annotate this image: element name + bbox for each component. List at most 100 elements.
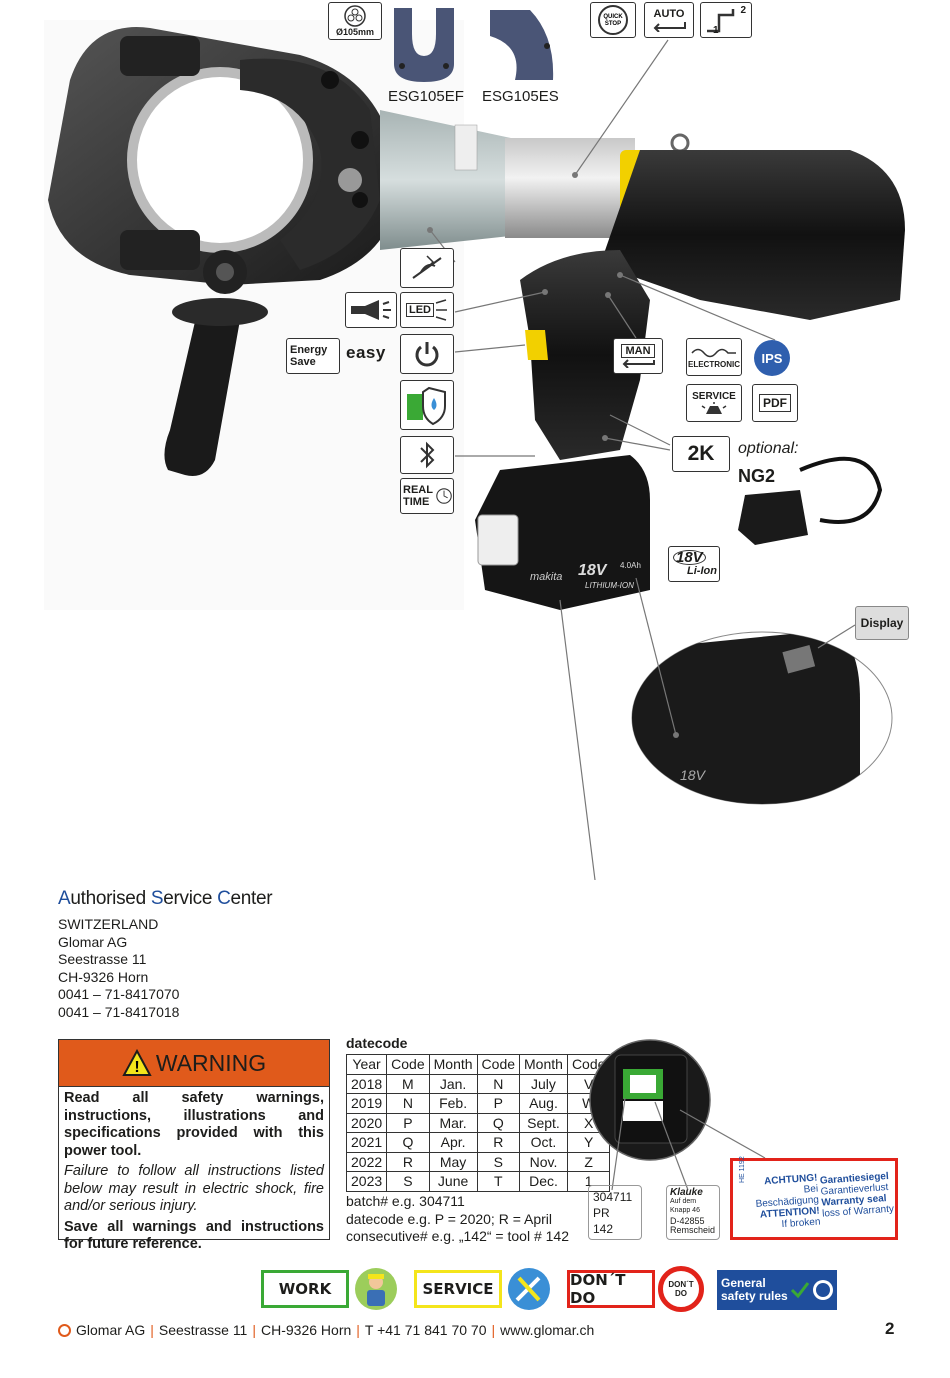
asc-address: SWITZERLAND Glomar AG Seestrasse 11 CH-9… xyxy=(58,916,179,1021)
checkmark-icon xyxy=(790,1282,809,1299)
footer-street: Seestrasse 11 xyxy=(158,1322,248,1338)
pdf-label: PDF xyxy=(759,394,791,412)
copyright-icon xyxy=(58,1324,71,1337)
tools-icon xyxy=(508,1268,550,1310)
klauke-logo: Klauke xyxy=(670,1187,703,1198)
worker-icon xyxy=(355,1268,397,1310)
datecode-notes: batch# e.g. 304711 datecode e.g. P = 202… xyxy=(346,1193,569,1246)
jaw-es-label: ESG105ES xyxy=(482,88,559,105)
footer: Glomar AG|Seestrasse 11|CH-9326 Horn|T +… xyxy=(58,1322,594,1338)
energy-save-icon: Energy Save xyxy=(286,338,340,374)
svg-text:STOP: STOP xyxy=(605,21,621,27)
real-time-label-2: TIME xyxy=(403,496,430,508)
table-cell: June xyxy=(428,1171,478,1192)
warning-title: WARNING xyxy=(155,1049,267,1076)
label-plate-line: 142 xyxy=(593,1222,614,1236)
jaw-ef-label: ESG105EF xyxy=(388,88,464,105)
display-icon: Display xyxy=(855,606,909,640)
svg-text:18V: 18V xyxy=(680,767,707,783)
table-cell: Mar. xyxy=(428,1112,478,1133)
ppe-icon xyxy=(812,1280,833,1300)
svg-text:QUICK: QUICK xyxy=(603,14,623,20)
table-cell: 2018 xyxy=(345,1073,388,1094)
stage-1-label: 1 xyxy=(713,25,719,36)
display-label: Display xyxy=(860,616,904,630)
label-plate-line: 304711 xyxy=(593,1190,633,1204)
asc-line: CH-9326 Horn xyxy=(58,968,149,985)
energy-save-label-2: Save xyxy=(290,356,316,368)
prohibited-icon-text: DON´T DO xyxy=(668,1280,694,1298)
charger-ng2 xyxy=(738,490,808,545)
ips-icon: IPS xyxy=(754,340,790,376)
asc-line: Seestrasse 11 xyxy=(58,951,147,967)
asc-title-a: A xyxy=(58,888,71,909)
manual-return-icon: MAN xyxy=(613,338,663,374)
easy-label: easy xyxy=(346,343,386,362)
battery-type-label: Li-Ion xyxy=(687,565,717,577)
label-plate-line: PR xyxy=(593,1206,610,1220)
pdf-icon: PDF xyxy=(752,384,798,422)
table-cell: S xyxy=(386,1171,430,1192)
led-label: LED xyxy=(406,303,434,317)
battery-brand: makita xyxy=(530,571,562,583)
power-icon xyxy=(400,334,454,374)
table-cell: 2023 xyxy=(345,1171,388,1192)
asc-title-c-rest: enter xyxy=(230,888,273,909)
klauke-city: Remscheid xyxy=(670,1225,716,1235)
2k-icon: 2K xyxy=(672,436,730,472)
warranty-seal: HE 1192 ACHTUNG! Bei Beschädigung ATTENT… xyxy=(730,1156,898,1240)
service-label: SERVICE xyxy=(692,390,736,402)
table-cell: S xyxy=(476,1151,521,1172)
real-time-icon: REAL TIME xyxy=(400,478,454,514)
tool-body xyxy=(600,150,905,320)
footer-phone: T +41 71 841 70 70 xyxy=(364,1322,487,1338)
asc-title-c: C xyxy=(217,888,231,909)
footer-city: CH-9326 Horn xyxy=(261,1322,352,1338)
side-handle xyxy=(164,300,240,476)
footer-web[interactable]: www.glomar.ch xyxy=(500,1322,595,1338)
service-button-label: SERVICE xyxy=(422,1280,494,1298)
general-label-2: safety rules xyxy=(721,1289,788,1303)
datecode-note: datecode e.g. P = 2020; R = April xyxy=(346,1210,553,1227)
asc-title-s: S xyxy=(150,888,164,909)
asc-line: SWITZERLAND xyxy=(58,916,159,932)
klauke-plate: Klauke Auf dem Knapp 46 D-42855 Remschei… xyxy=(666,1185,720,1240)
dont-do-button[interactable]: DON´T DO xyxy=(567,1270,655,1308)
asc-title-s-rest: ervice xyxy=(163,888,218,909)
general-label-1: General xyxy=(721,1276,766,1290)
page-number: 2 xyxy=(885,1319,895,1338)
table-cell: Q xyxy=(476,1112,521,1133)
tool-illustration: makita 18V 4.0Ah LITHIUM-ION 18V xyxy=(48,27,905,880)
pistol-grip xyxy=(520,250,650,460)
no-wireless-icon xyxy=(400,248,454,288)
klauke-postcode: D-42855 xyxy=(670,1216,705,1226)
two-stage-icon: 2 1 xyxy=(700,2,752,38)
ng2-label: NG2 xyxy=(738,466,776,486)
work-button[interactable]: WORK xyxy=(261,1270,349,1308)
service-button[interactable]: SERVICE xyxy=(414,1270,502,1308)
electronic-icon: ELECTRONIC xyxy=(686,338,742,376)
battery-18v-label: 18V xyxy=(673,550,706,565)
battery xyxy=(475,455,650,610)
table-cell: 2019 xyxy=(345,1093,388,1114)
warning-text-1: Read all safety warnings, instructions, … xyxy=(64,1090,324,1159)
table-cell: 1 xyxy=(566,1171,611,1192)
klauke-address: Auf dem Knapp 46 xyxy=(670,1198,700,1214)
led-icon: LED xyxy=(400,292,454,328)
general-safety-button[interactable]: General safety rules xyxy=(717,1270,837,1310)
battery-18v-icon: 18V Li-Ion xyxy=(668,546,720,582)
energy-save-label-1: Energy xyxy=(290,344,328,356)
work-label: WORK xyxy=(278,1280,332,1298)
consecutive-note: consecutive# e.g. „142“ = tool # 142 xyxy=(346,1228,569,1244)
asc-title-a-rest: uthorised xyxy=(70,888,151,909)
warning-text-2: Failure to follow all instructions liste… xyxy=(64,1163,324,1214)
warning-box: ! WARNING Read all safety warnings, inst… xyxy=(58,1039,330,1252)
asc-line: 0041 – 71-8417070 xyxy=(58,986,180,1002)
stage-2-label: 2 xyxy=(740,5,746,16)
table-header: Code xyxy=(476,1054,521,1075)
ip-protection-icon xyxy=(400,380,454,430)
